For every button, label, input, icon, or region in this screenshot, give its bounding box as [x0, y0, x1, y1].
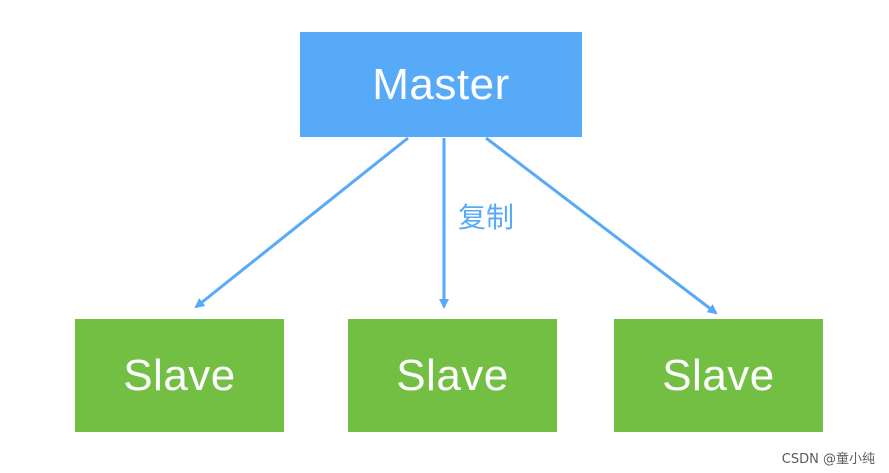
slave-label: Slave [662, 350, 775, 400]
slave-node: Slave [348, 319, 557, 432]
arrow-to-slave-1 [194, 136, 409, 309]
master-node: Master [300, 32, 582, 137]
watermark: CSDN @童小纯 [781, 452, 875, 467]
slave-label: Slave [123, 350, 236, 400]
slave-node: Slave [75, 319, 284, 432]
master-label: Master [372, 59, 510, 109]
slave-node: Slave [614, 319, 823, 432]
replication-label: 复制 [458, 201, 515, 234]
arrow-to-slave-3 [485, 136, 718, 315]
slave-label: Slave [396, 350, 509, 400]
